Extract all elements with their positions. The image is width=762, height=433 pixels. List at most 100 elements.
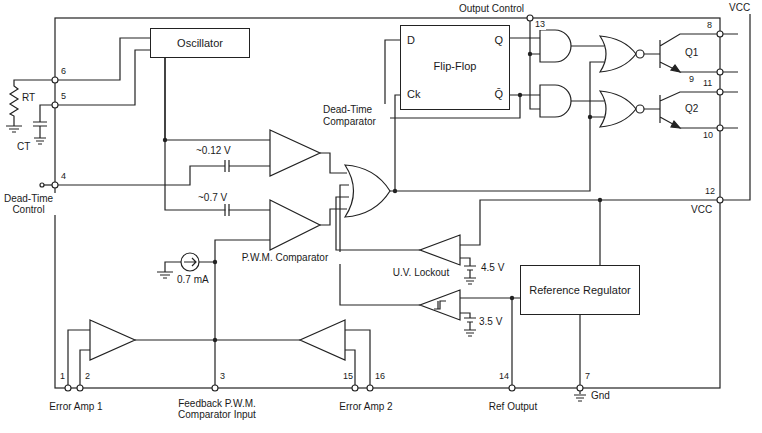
wire [320, 209, 347, 225]
or-gate-symbol [345, 165, 390, 217]
pin-number: 5 [60, 92, 67, 102]
transistor-symbol [660, 92, 720, 128]
pin-name: Dead-Time Control [1, 193, 56, 215]
signal-wire [165, 58, 270, 140]
pin-terminal [52, 102, 58, 108]
capacitor-symbol [225, 204, 229, 216]
pin-name: D [407, 34, 415, 47]
junction-dot [510, 296, 514, 300]
pin-terminal [717, 31, 723, 37]
pin-terminal [52, 15, 723, 391]
emitter-arrow [671, 121, 680, 128]
pin-number: 12 [704, 187, 716, 197]
pin-name: Gnd [590, 390, 611, 401]
part-name: CT [16, 141, 31, 152]
and-gate-symbol [540, 30, 571, 62]
gap [226, 207, 229, 213]
capacitor-symbol [225, 160, 229, 172]
resistor-symbol [10, 80, 52, 126]
wire [723, 14, 750, 200]
junction-dot [588, 115, 592, 119]
voltage-label: 3.5 V [478, 316, 503, 327]
part-name: Q2 [684, 103, 699, 114]
comparator-symbol [420, 290, 460, 320]
ground-symbol [574, 391, 586, 401]
pin-terminal [65, 385, 71, 391]
pin-terminal [352, 385, 358, 391]
comparator-symbol: P.W.M. Comparator [270, 200, 320, 250]
comparator-symbol [270, 200, 320, 250]
pin-name: Error Amp 1 [36, 401, 116, 412]
pin-number: 10 [702, 131, 714, 141]
nor-gate-symbol [600, 36, 636, 72]
current-label: 0.7 mA [176, 274, 210, 285]
pin-name: Q [494, 34, 503, 47]
wire [44, 184, 52, 185]
lockout-comparator [420, 235, 460, 265]
wire [165, 262, 215, 272]
pin-terminal [52, 77, 58, 83]
wire [510, 38, 540, 95]
transistor-symbol [660, 34, 720, 72]
pin-number: 14 [498, 372, 510, 382]
pin-terminal [717, 197, 723, 203]
pin-number: 13 [534, 20, 546, 30]
signal-name: Output Control [458, 3, 525, 14]
junction-dot [518, 93, 522, 97]
ground-symbol [34, 138, 46, 144]
wire [135, 339, 215, 340]
comparator-outline [270, 200, 320, 250]
pin-terminal [367, 385, 373, 391]
block-label: P.W.M. Comparator [228, 252, 342, 264]
block-label: U.V. Lockout [378, 267, 464, 279]
part-name: Q1 [684, 47, 699, 58]
wire [6, 14, 750, 401]
supply-name: VCC [690, 204, 713, 215]
oscillator-block: Oscillator [150, 28, 250, 58]
junction-dot [213, 260, 217, 264]
pin-number: 9 [688, 75, 695, 85]
pin-number: 15 [342, 372, 354, 382]
junction-dot [213, 338, 217, 342]
hysteresis-symbol [434, 301, 446, 309]
junction-dot [598, 198, 602, 202]
pin-terminal [212, 385, 218, 391]
junction-dot [528, 52, 532, 56]
signal-wire [165, 58, 270, 210]
voltage-label: ~0.7 V [197, 192, 228, 203]
voltage-label: 4.5 V [480, 262, 505, 273]
wire [723, 34, 738, 128]
block-label: Flip-Flop [401, 60, 509, 73]
pin-number: 4 [60, 172, 67, 182]
part-name: RT [21, 92, 36, 103]
supply-name: VCC [728, 2, 751, 13]
wire [460, 200, 717, 265]
wire [571, 46, 604, 101]
error-amp-symbol [300, 320, 345, 360]
nor-gate-symbol [600, 91, 636, 127]
ground-symbol [464, 330, 476, 336]
ground-symbol [157, 272, 173, 278]
comparator-symbol [270, 130, 320, 176]
wire [58, 50, 150, 105]
block-label: Dead-Time Comparator [322, 104, 390, 127]
pin-number: 2 [84, 372, 91, 382]
comparator-outline [420, 235, 460, 265]
comparator-outline [270, 130, 320, 176]
pin-number: 7 [584, 372, 591, 382]
ground-symbol [6, 126, 22, 132]
ground-symbol [464, 278, 476, 284]
pin-terminal [577, 385, 583, 391]
pin-number: 1 [59, 372, 66, 382]
comparator-symbol: Dead-Time Comparator [270, 130, 320, 176]
current-source [181, 253, 199, 271]
pin-number: 3 [219, 372, 226, 382]
emitter-arrow [671, 65, 680, 72]
pin-terminal [717, 125, 723, 131]
pin-terminal [527, 15, 533, 21]
block-label: Oscillator [177, 37, 223, 50]
terminal [40, 183, 44, 187]
capacitor-symbol [33, 105, 52, 138]
